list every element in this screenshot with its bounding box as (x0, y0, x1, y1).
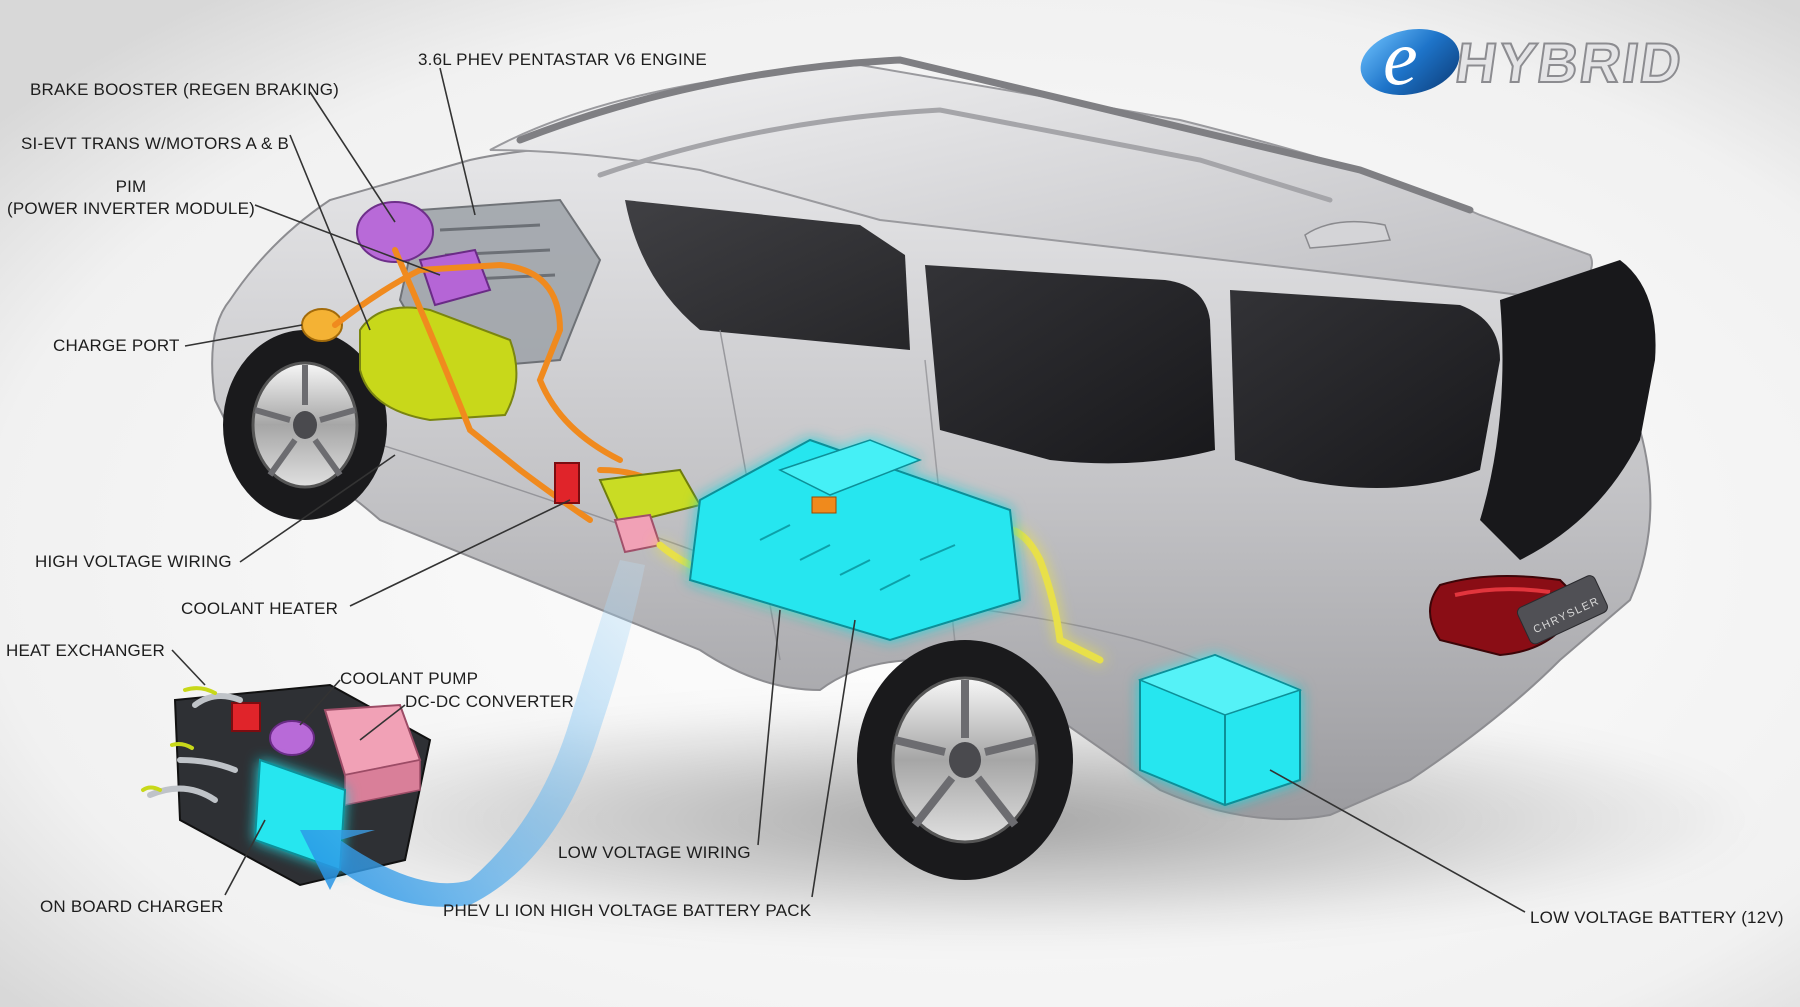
logo-hybrid: HYBRID (1452, 31, 1687, 94)
label-pim: PIM (POWER INVERTER MODULE) (6, 176, 256, 220)
battery-pack (688, 438, 1022, 642)
logo-e: e (1383, 14, 1418, 101)
label-high-voltage-wiring: HIGH VOLTAGE WIRING (35, 552, 232, 571)
label-heat-exchanger: HEAT EXCHANGER (6, 641, 165, 660)
label-engine: 3.6L PHEV PENTASTAR V6 ENGINE (418, 50, 707, 69)
label-low-voltage-wiring: LOW VOLTAGE WIRING (558, 843, 751, 862)
label-battery-pack: PHEV LI ION HIGH VOLTAGE BATTERY PACK (443, 901, 812, 920)
coolant-heater (554, 462, 580, 504)
coolant-pump (269, 720, 315, 756)
low-voltage-battery (1137, 653, 1303, 807)
label-on-board-charger: ON BOARD CHARGER (40, 897, 224, 916)
rear-wheel (857, 640, 1073, 880)
label-dcdc-converter: DC-DC CONVERTER (405, 692, 574, 711)
brake-booster (356, 201, 434, 263)
roof-antenna (1304, 220, 1392, 249)
label-brake-booster: BRAKE BOOSTER (REGEN BRAKING) (30, 80, 340, 99)
label-low-voltage-battery: LOW VOLTAGE BATTERY (12V) (1530, 908, 1784, 927)
charge-flow-arrow (300, 560, 645, 907)
front-wheel (223, 330, 387, 520)
sliding-door-window (925, 265, 1215, 464)
label-pim-line2: (POWER INVERTER MODULE) (7, 199, 255, 218)
heat-exchanger (231, 702, 261, 732)
label-coolant-pump: COOLANT PUMP (340, 669, 479, 688)
ehybrid-logo: e HYBRID (1360, 14, 1688, 101)
si-evt-transmission (359, 306, 518, 422)
rear-quarter-window (1230, 290, 1500, 488)
roof-rail-left (516, 56, 1474, 214)
rear-badge-plate (1516, 575, 1608, 645)
label-coolant-heater: COOLANT HEATER (181, 599, 339, 618)
label-si-evt-trans: SI-EVT TRANS W/MOTORS A & B (21, 134, 290, 153)
callout-leaders (171, 67, 1526, 913)
front-side-window (625, 200, 910, 350)
roof-rail-right (597, 107, 1333, 203)
label-charge-port: CHARGE PORT (53, 336, 180, 355)
rear-glass (1480, 260, 1656, 560)
label-pim-line1: PIM (115, 177, 147, 196)
